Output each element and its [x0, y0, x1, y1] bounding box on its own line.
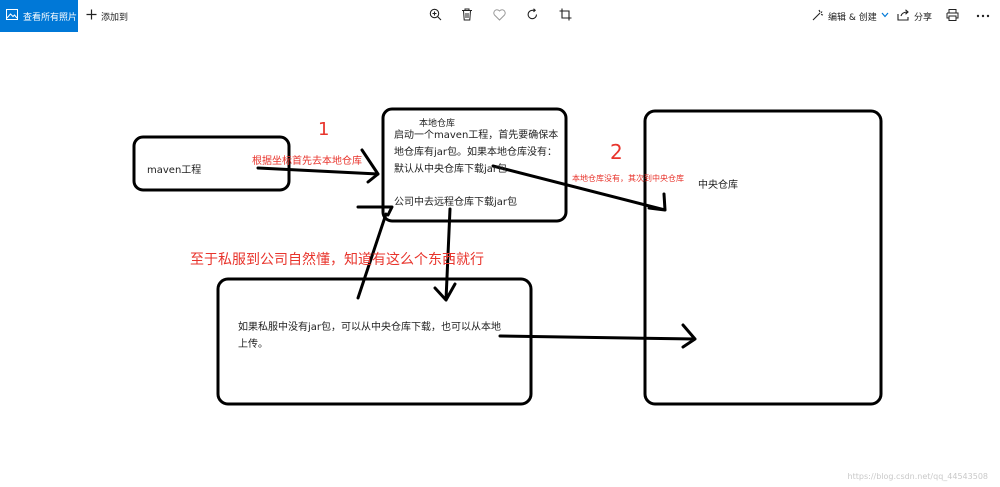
add-to-label: 添加到 — [101, 12, 129, 23]
private-server-note: 至于私服到公司自然懂，知道有这么个东西就行 — [190, 252, 484, 268]
photos-icon — [6, 9, 18, 23]
local-repo-box — [381, 107, 568, 223]
private-server-box — [216, 277, 533, 406]
edit-wand-icon — [812, 9, 824, 24]
arrow-company-remote — [356, 205, 394, 217]
arrow-private-to-central — [498, 323, 697, 349]
add-to-button[interactable]: 添加到 — [86, 0, 128, 32]
heart-icon — [492, 8, 506, 24]
chevron-down-icon — [881, 11, 889, 21]
maven-project-box — [132, 135, 291, 192]
arrow-local-down-to-private — [433, 207, 457, 302]
share-label: 分享 — [914, 12, 933, 23]
photo-canvas: maven工程 本地仓库 启动一个maven工程，首先要确保本 地仓库有jar包… — [0, 32, 1000, 487]
private-server-text-line1: 如果私服中没有jar包，可以从中央仓库下载，也可以从本地 — [238, 322, 502, 333]
edit-create-label: 编辑 & 创建 — [828, 12, 877, 23]
crop-button[interactable] — [555, 6, 575, 26]
trash-icon — [461, 8, 473, 24]
central-repo-note: 本地仓库没有，其次到中央仓库 — [572, 174, 684, 183]
private-server-text-line2: 上传。 — [238, 339, 268, 350]
watermark-text: https://blog.csdn.net/qq_44543508 — [847, 472, 988, 481]
zoom-in-button[interactable] — [425, 6, 445, 26]
arrow-maven-to-local — [256, 148, 380, 184]
local-repo-text-line2: 地仓库有jar包。如果本地仓库没有： — [394, 147, 558, 158]
crop-icon — [559, 8, 572, 24]
share-button[interactable]: 分享 — [897, 0, 932, 32]
edit-create-button[interactable]: 编辑 & 创建 — [812, 0, 889, 32]
hand-drawn-diagram — [132, 107, 883, 406]
step-1-label: 1 — [318, 119, 330, 140]
more-options-button[interactable] — [973, 6, 993, 26]
rotate-button[interactable] — [522, 6, 542, 26]
favorite-button[interactable] — [489, 6, 509, 26]
maven-project-label: maven工程 — [147, 165, 202, 176]
line-local-to-private — [356, 212, 388, 300]
arrow-local-to-central — [491, 164, 667, 212]
local-repo-title: 本地仓库 — [419, 119, 456, 129]
plus-icon — [86, 9, 97, 23]
central-repo-box — [643, 109, 883, 406]
local-repo-text-line3: 默认从中央仓库下载jar包 — [394, 164, 508, 175]
share-icon — [897, 8, 910, 24]
view-all-photos-label: 查看所有照片 — [23, 12, 78, 23]
print-button[interactable] — [942, 6, 962, 26]
step-2-label: 2 — [610, 140, 623, 164]
local-repo-text-line4: 公司中去远程仓库下载jar包 — [394, 197, 518, 208]
view-all-photos-button[interactable]: 查看所有照片 — [0, 0, 78, 32]
central-repo-label: 中央仓库 — [698, 180, 738, 191]
app-toolbar: 查看所有照片 添加到 编辑 & 创建 — [0, 0, 1000, 32]
printer-icon — [946, 8, 959, 24]
local-repo-text-line1: 启动一个maven工程，首先要确保本 — [394, 130, 559, 141]
delete-button[interactable] — [457, 6, 477, 26]
more-icon — [976, 11, 990, 21]
zoom-in-icon — [429, 8, 442, 24]
rotate-icon — [526, 8, 539, 24]
coordinate-note: 根据坐标首先去本地仓库 — [252, 156, 362, 167]
